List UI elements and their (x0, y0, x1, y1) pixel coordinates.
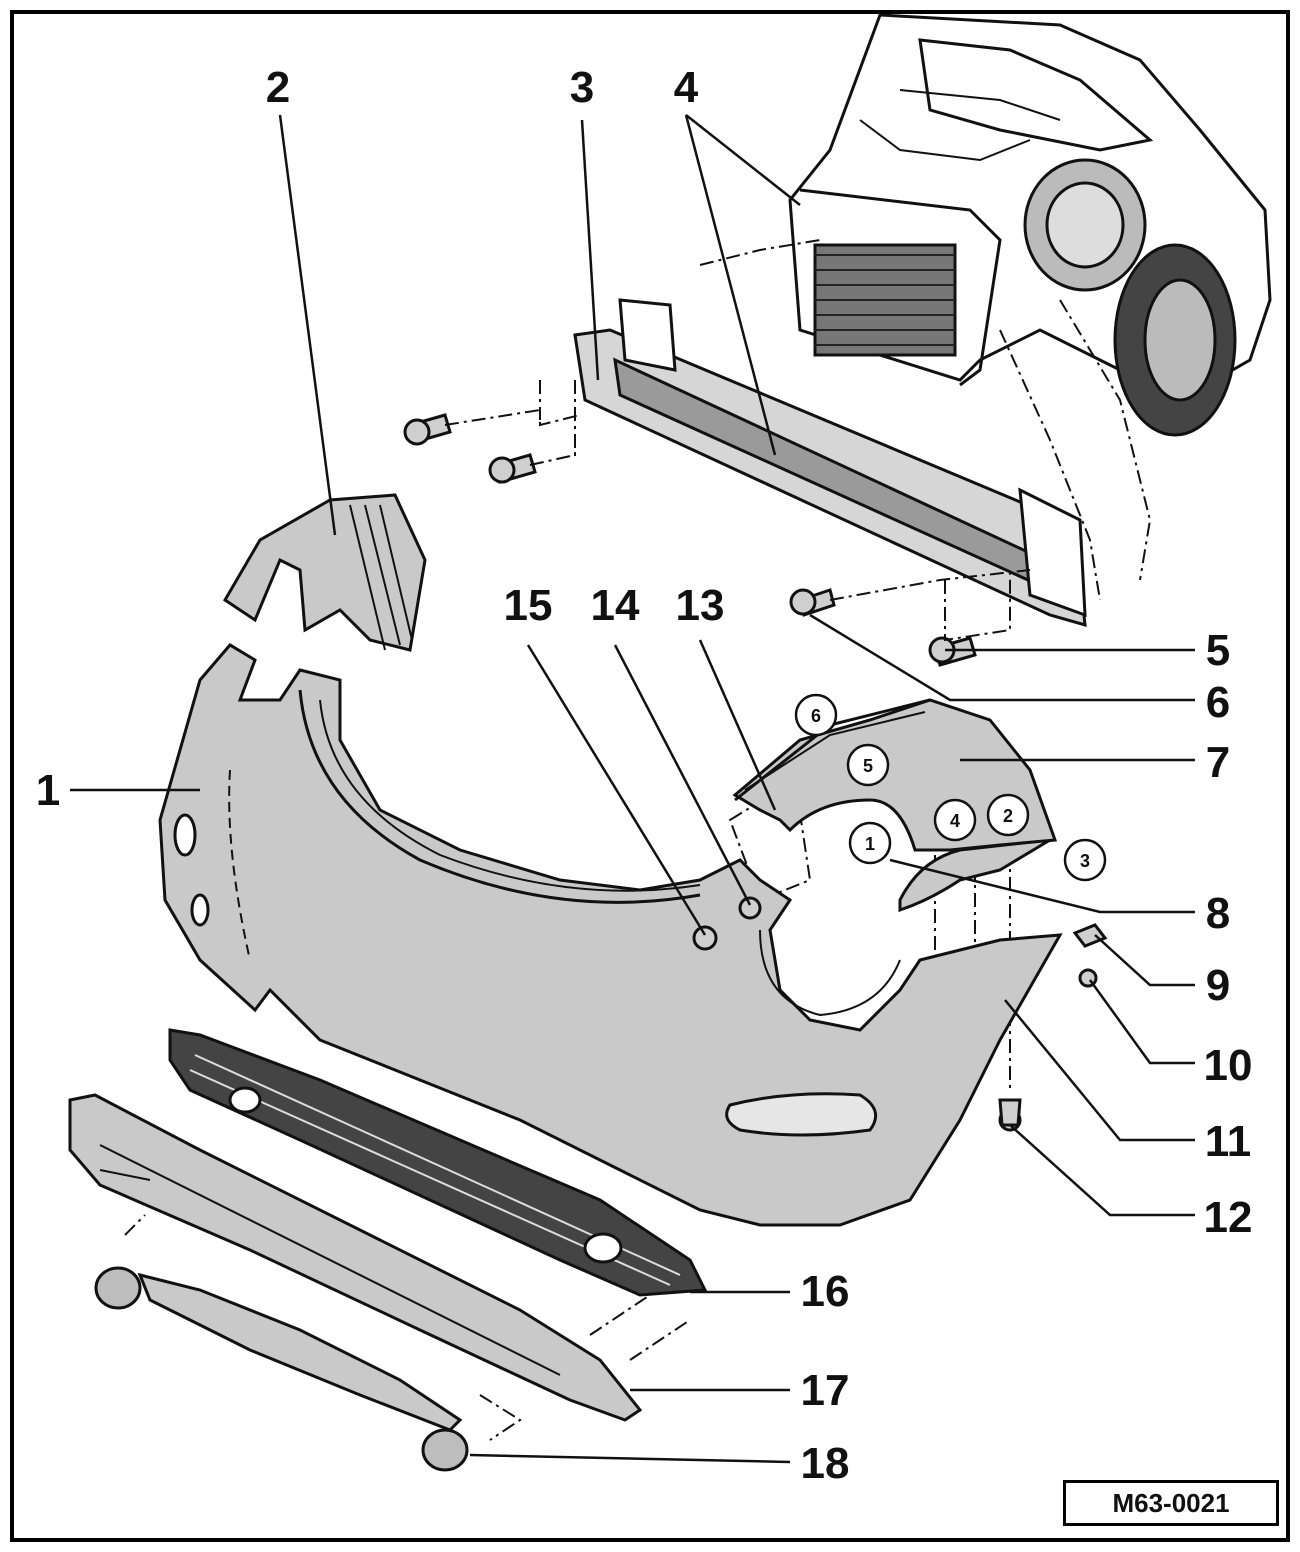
circled-marker-2: 2 (986, 793, 1030, 837)
bumper-cover (158, 643, 1063, 1227)
vehicle-front-illustration (788, 13, 1272, 437)
circled-marker-6: 6 (794, 693, 838, 737)
callout-12: 12 (1204, 1193, 1253, 1242)
callout-5: 5 (1206, 626, 1230, 675)
callout-18: 18 (801, 1439, 850, 1488)
callout-8: 8 (1206, 889, 1230, 938)
clip-hardware (692, 896, 1108, 1132)
bumper-reinforcement (573, 298, 1087, 628)
svg-text:2: 2 (1003, 806, 1013, 826)
wheel-arch-trim (732, 698, 1058, 852)
circled-marker-1: 1 (848, 821, 892, 865)
callout-16: 16 (801, 1267, 850, 1316)
diagram-frame (10, 10, 1290, 1542)
svg-text:5: 5 (863, 756, 873, 776)
callout-1: 1 (36, 766, 60, 815)
wheel-housing-liner (222, 493, 427, 652)
circled-marker-4: 4 (933, 798, 977, 842)
svg-text:1: 1 (865, 834, 875, 854)
callout-13: 13 (676, 581, 725, 630)
callout-14: 14 (591, 581, 640, 630)
lower-strip-fog-lamps (94, 1266, 469, 1472)
circled-marker-3: 3 (1063, 838, 1107, 882)
figure-code-label: M63-0021 (1063, 1480, 1279, 1526)
callout-7: 7 (1206, 738, 1230, 787)
callout-15: 15 (504, 581, 553, 630)
callout-10: 10 (1204, 1041, 1253, 1090)
bumper-grille (168, 1028, 708, 1297)
svg-text:3: 3 (1080, 851, 1090, 871)
callout-9: 9 (1206, 961, 1230, 1010)
bolt-hardware (403, 413, 977, 667)
callout-leader-lines (70, 114, 1195, 1464)
circled-markers: 6 5 1 4 2 3 (794, 693, 1107, 882)
callout-6: 6 (1206, 678, 1230, 727)
circled-marker-5: 5 (846, 743, 890, 787)
svg-text:4: 4 (950, 811, 960, 831)
callout-17: 17 (801, 1366, 850, 1415)
callout-4: 4 (674, 63, 699, 112)
callout-11: 11 (1205, 1117, 1252, 1166)
callout-2: 2 (266, 63, 290, 112)
grille-trim-frame (68, 1093, 643, 1422)
svg-text:6: 6 (811, 706, 821, 726)
callout-numbers: 1 2 3 4 5 6 7 8 9 10 11 12 13 14 15 16 1… (36, 63, 1253, 1488)
callout-3: 3 (570, 63, 594, 112)
